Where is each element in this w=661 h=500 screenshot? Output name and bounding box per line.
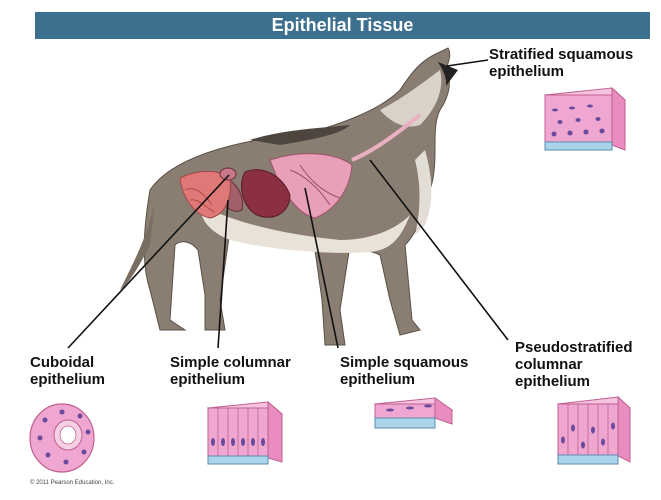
leader-lines (67, 59, 509, 349)
copyright-notice: © 2011 Pearson Education, Inc. (30, 480, 115, 486)
label-line: epithelium (489, 63, 565, 80)
label-line: epithelium (340, 371, 416, 388)
leader-simple-squamous (304, 187, 339, 349)
label-line: epithelium (515, 373, 591, 390)
label-line: Pseudostratified (515, 339, 633, 356)
leader-pseudostratified (369, 159, 509, 341)
label-cuboidal: Cuboidal epithelium (30, 354, 105, 388)
internal-organs (179, 113, 422, 219)
wolf-mouth (438, 62, 458, 86)
label-line: epithelium (170, 371, 246, 388)
cuboidal-tissue (29, 403, 95, 473)
label-simple-squamous: Simple squamous epithelium (340, 354, 468, 388)
label-stratified-squamous: Stratified squamous epithelium (489, 46, 633, 80)
label-line: epithelium (30, 371, 106, 388)
simple-columnar-tissue (206, 400, 284, 465)
stratified-squamous-tissue (543, 86, 627, 151)
title-banner: Epithelial Tissue (35, 12, 650, 39)
label-line: Simple columnar (170, 354, 291, 371)
leader-cuboidal (67, 174, 230, 349)
label-line: Cuboidal (30, 354, 95, 371)
label-line: Stratified squamous (489, 46, 634, 63)
label-line: columnar (515, 356, 583, 373)
label-pseudostratified: Pseudostratified columnar epithelium (515, 339, 633, 390)
leader-simple-columnar (217, 199, 229, 349)
label-line: Simple squamous (340, 354, 469, 371)
label-simple-columnar: Simple columnar epithelium (170, 354, 291, 388)
leader-stratified (446, 59, 489, 67)
simple-squamous-tissue (373, 397, 454, 429)
pseudostratified-tissue (556, 395, 632, 465)
